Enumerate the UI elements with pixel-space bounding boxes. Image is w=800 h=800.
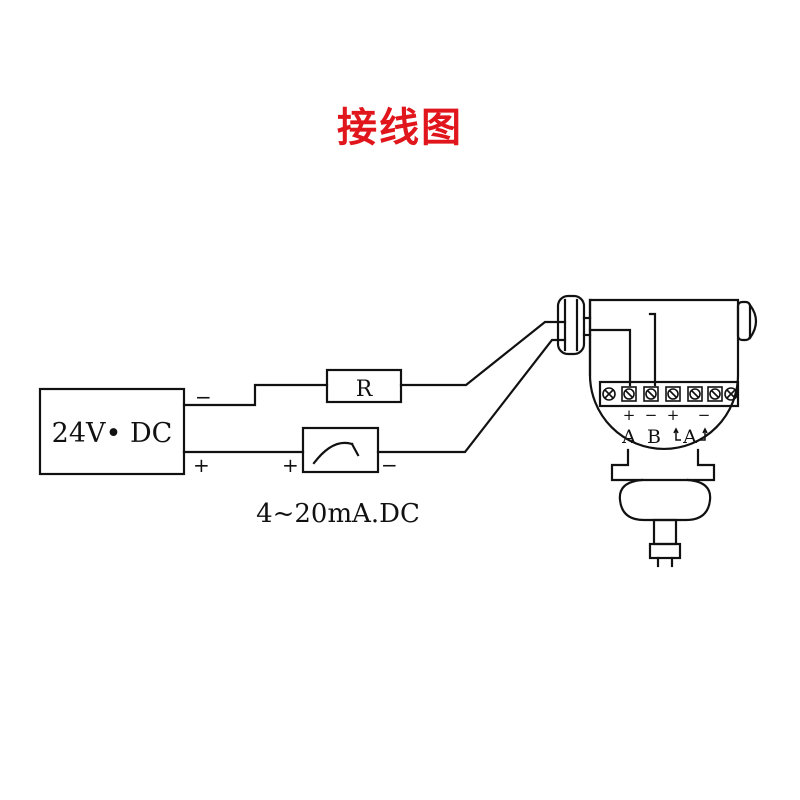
terminal-sign-1: + xyxy=(623,406,636,424)
psu-plus-sign: + xyxy=(193,453,210,477)
power-supply-box xyxy=(38,387,186,476)
meter-plus-sign: + xyxy=(282,453,299,477)
transmitter-bulb xyxy=(618,478,712,522)
power-supply-label: 24V• DC xyxy=(52,418,173,449)
wire-negative-right xyxy=(399,320,567,387)
ammeter-arrow-icon xyxy=(673,427,708,441)
resistor-label: R xyxy=(356,377,374,402)
wire-positive-right xyxy=(376,338,567,454)
transmitter-stem xyxy=(652,518,678,546)
current-label: 4~20mA.DC xyxy=(256,499,420,529)
wire-negative-left xyxy=(182,383,329,407)
housing-cap xyxy=(736,300,752,342)
terminal-sign-2: − xyxy=(645,406,658,424)
psu-minus-sign: − xyxy=(195,385,212,409)
internal-wire-a xyxy=(588,328,632,387)
meter-minus-sign: − xyxy=(381,453,398,477)
ammeter-box xyxy=(301,426,380,474)
transmitter-fitting xyxy=(648,542,682,560)
terminal-strip xyxy=(598,380,740,408)
terminal-label-a: A xyxy=(621,426,636,448)
terminal-sign-3: + xyxy=(667,406,680,424)
internal-wire-b xyxy=(648,312,657,387)
ammeter-needle xyxy=(312,441,354,465)
terminal-sign-4: − xyxy=(698,406,711,424)
cable-gland xyxy=(556,294,586,356)
terminal-label-ammeter: A xyxy=(682,426,697,448)
terminal-label-b: B xyxy=(647,426,661,448)
page-title: 接线图 xyxy=(337,105,463,151)
terminal-screws xyxy=(602,386,738,402)
transmitter-neck xyxy=(610,448,716,482)
transmitter-housing xyxy=(588,298,740,451)
